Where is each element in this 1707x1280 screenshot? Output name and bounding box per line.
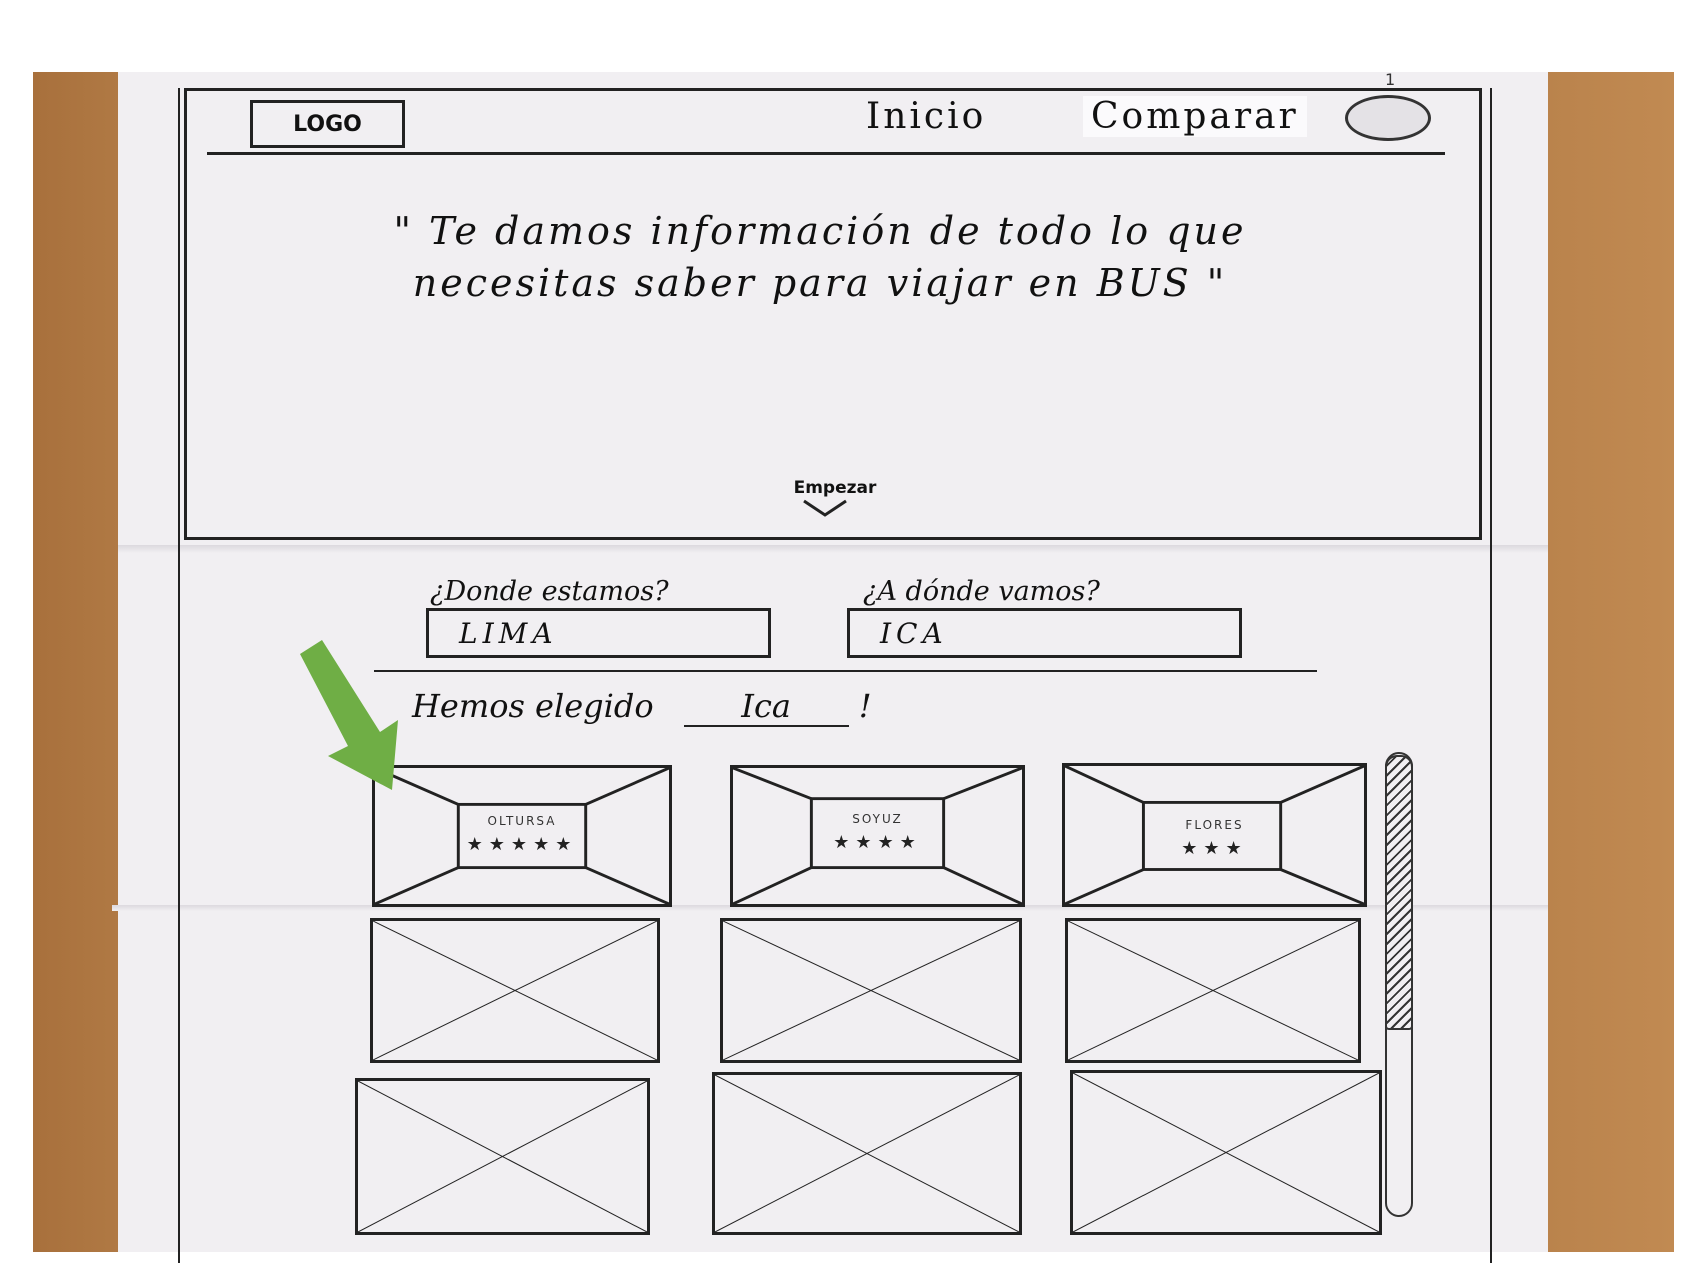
paper-fold bbox=[118, 545, 1548, 553]
paper-sheet bbox=[118, 72, 1548, 1252]
rating-stars: ★★★ bbox=[1181, 838, 1248, 859]
chosen-destination: Ica bbox=[683, 687, 849, 727]
company-card-oltursa[interactable]: OLTURSA ★★★★★ bbox=[372, 765, 672, 907]
page-outline bbox=[178, 88, 1492, 1263]
image-placeholder[interactable] bbox=[1070, 1070, 1382, 1235]
company-name: FLORES bbox=[1185, 818, 1244, 832]
logo[interactable]: LOGO bbox=[250, 100, 405, 148]
company-card-soyuz[interactable]: SOYUZ ★★★★ bbox=[730, 765, 1025, 907]
destination-input[interactable]: ICA bbox=[847, 608, 1242, 658]
image-placeholder[interactable] bbox=[355, 1078, 650, 1235]
image-placeholder[interactable] bbox=[720, 918, 1022, 1063]
chevron-down-icon[interactable] bbox=[800, 497, 850, 519]
nav-link-comparar[interactable]: Comparar bbox=[1083, 96, 1307, 137]
rating-stars: ★★★★ bbox=[833, 832, 922, 853]
company-name: SOYUZ bbox=[852, 812, 903, 826]
divider bbox=[374, 670, 1317, 672]
destination-label: ¿A dónde vamos? bbox=[863, 576, 1100, 607]
page-number: 1 bbox=[1385, 70, 1396, 89]
user-avatar-icon[interactable] bbox=[1345, 95, 1431, 141]
image-placeholder[interactable] bbox=[1065, 918, 1361, 1063]
scrollbar-thumb[interactable] bbox=[1385, 755, 1413, 1030]
paper-fold bbox=[112, 905, 1548, 911]
start-button[interactable]: Empezar bbox=[793, 478, 877, 498]
image-placeholder[interactable] bbox=[712, 1072, 1022, 1235]
company-name: OLTURSA bbox=[487, 814, 557, 828]
image-placeholder[interactable] bbox=[370, 918, 660, 1063]
annotation-arrow-icon bbox=[300, 640, 398, 790]
origin-label: ¿Donde estamos? bbox=[430, 576, 669, 607]
nav-bar bbox=[207, 92, 1445, 155]
chosen-suffix: ! bbox=[858, 687, 872, 725]
rating-stars: ★★★★★ bbox=[466, 834, 578, 855]
origin-input[interactable]: LIMA bbox=[426, 608, 771, 658]
hero-frame bbox=[184, 88, 1482, 540]
chosen-destination-text: Hemos elegido Ica ! bbox=[412, 687, 872, 727]
chosen-prefix: Hemos elegido bbox=[412, 687, 654, 725]
hero-quote: " Te damos información de todo lo que ne… bbox=[393, 209, 1247, 305]
nav-link-inicio[interactable]: Inicio bbox=[866, 96, 987, 137]
company-card-flores[interactable]: FLORES ★★★ bbox=[1062, 763, 1367, 907]
